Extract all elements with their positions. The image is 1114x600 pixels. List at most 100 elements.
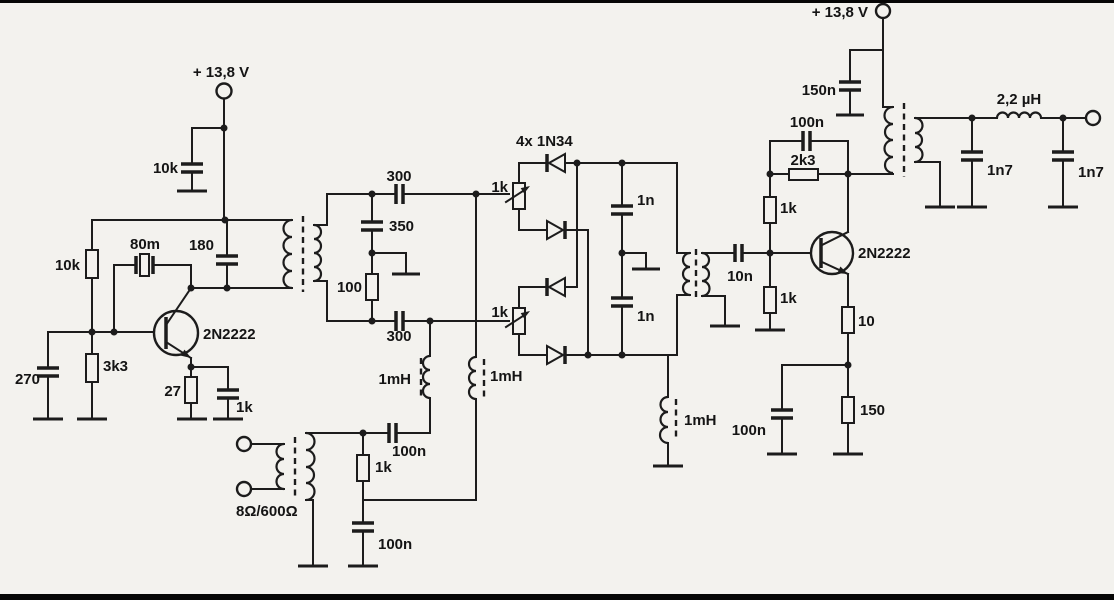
capacitor-1n-bottom: 1n: [611, 296, 655, 356]
supply-left-label: + 13,8 V: [193, 64, 249, 81]
capacitor-100n-shunt: 100n: [348, 499, 412, 568]
cap-10n-label: 10n: [727, 268, 753, 285]
potentiometer-top: 1k: [491, 162, 548, 231]
cap-100n-series-label: 100n: [392, 443, 426, 460]
res-3k3-label: 3k3: [103, 358, 128, 375]
cap-180-label: 180: [189, 237, 214, 254]
capacitor-180: 180: [189, 219, 238, 289]
diode-d1: [545, 152, 678, 174]
oscillator-section: + 13,8 V 10k 10k 270: [15, 64, 323, 421]
res-2k3-label: 2k3: [790, 152, 815, 169]
audio-terminal-bottom: [235, 480, 253, 498]
cap-1n-bottom-label: 1n: [637, 308, 655, 325]
ground-hook-mixer: [621, 252, 660, 271]
bias-network: 1k 1k: [755, 140, 797, 332]
wiper-arrow-icon: [520, 186, 530, 194]
wiper-arrow-icon: [520, 311, 530, 319]
q1-label: 2N2222: [203, 326, 256, 343]
pot-top-label: 1k: [491, 179, 508, 196]
resistor-27: [184, 376, 198, 404]
resistor-10: [841, 306, 855, 334]
cap-150n-label: 150n: [802, 82, 836, 99]
capacitor-10n: 10n: [701, 244, 821, 285]
resistor-100: 100: [337, 252, 379, 322]
choke-mixer-1mh: 1mH: [653, 354, 717, 468]
cap-1n7-right-label: 1n7: [1078, 164, 1104, 181]
audio-terminal-top: [235, 435, 253, 453]
audio-section: 1mH 1mH 8Ω/600Ω 100n: [235, 193, 523, 568]
capacitor-1n7-left: 1n7: [957, 117, 1013, 209]
mixer-section: 4x 1N34 1k 1k: [491, 133, 740, 468]
pot-bottom-label: 1k: [491, 304, 508, 321]
resistor-150: [841, 396, 855, 424]
cap-1n7-left-label: 1n7: [987, 162, 1013, 179]
emitter-arrow-icon: [180, 349, 191, 358]
resistor-2k3: 2k3: [769, 152, 894, 181]
capacitor-1n-top: 1n: [611, 162, 655, 216]
scan-frame-top: [0, 0, 1114, 3]
transformer-audio: 8Ω/600Ω: [235, 431, 328, 568]
choke-right-label: 1mH: [490, 368, 523, 385]
res-150-label: 150: [860, 402, 885, 419]
supply-terminal-left: + 13,8 V: [193, 64, 249, 221]
amplifier-section: 10n 1k 1k 100n 2k3: [701, 2, 955, 456]
res-1k-upper-label: 1k: [780, 200, 797, 217]
supply-terminal-right: + 13,8 V: [812, 2, 894, 108]
transistor-q2: 2N2222: [809, 230, 911, 276]
capacitor-10k: 10k: [153, 127, 225, 193]
cap-100n-fb-label: 100n: [790, 114, 824, 131]
res-27-label: 27: [164, 383, 181, 400]
scan-frame-bottom: [0, 594, 1114, 600]
terminal-circle-icon: [215, 82, 233, 100]
diode-group-label: 4x 1N34: [516, 133, 573, 150]
inductor-2u2: 2,2 µH: [995, 91, 1043, 119]
crystal-label: 80m: [130, 236, 160, 253]
capacitor-300-bottom: 300: [386, 311, 412, 345]
res-10k-label: 10k: [55, 257, 81, 274]
diode-d4: [546, 344, 678, 366]
transformer-mixer: [676, 162, 740, 356]
resistor-1k-upper: [763, 196, 777, 224]
cap-100n-emitter-label: 100n: [732, 422, 766, 439]
res-10-label: 10: [858, 313, 875, 330]
cap-1k-label: 1k: [236, 399, 253, 416]
audio-transformer-label: 8Ω/600Ω: [236, 503, 298, 520]
choke-mixer-label: 1mH: [684, 412, 717, 429]
resistor-1k-lower: [763, 286, 777, 314]
junction-dots: [88, 114, 1067, 437]
resistor-1k-audio: 1k: [356, 432, 392, 501]
res-1k-lower-label: 1k: [780, 290, 797, 307]
inductor-2u2-label: 2,2 µH: [997, 91, 1042, 108]
cap-350-label: 350: [389, 218, 414, 235]
diode-d3: [545, 276, 578, 298]
cap-1n-top-label: 1n: [637, 192, 655, 209]
choke-right-1mh: 1mH: [467, 355, 523, 501]
supply-right-label: + 13,8 V: [812, 4, 868, 21]
transistor-q1: 2N2222: [152, 286, 256, 360]
output-section: 1n7 2,2 µH 1n7: [914, 91, 1104, 209]
diode-d2: [546, 219, 589, 356]
transformer-output: [883, 103, 955, 209]
capacitor-1n7-right: 1n7: [1048, 117, 1104, 209]
resistor-10k: 10k: [55, 219, 99, 333]
rf-output-terminal: [1084, 109, 1102, 127]
q2-label: 2N2222: [858, 245, 911, 262]
emitter-network-q1: 1k 27: [164, 357, 253, 421]
res-1k-audio-label: 1k: [375, 459, 392, 476]
filter-section: 300 350 100 300: [313, 168, 510, 345]
capacitor-150n: 150n: [802, 49, 884, 117]
resistor-3k3: 3k3: [77, 331, 128, 421]
capacitor-100n-feedback: 100n: [769, 114, 849, 151]
choke-left-1mh: 1mH: [378, 320, 431, 434]
cap-10k-label: 10k: [153, 160, 179, 177]
ground-hook-filter: [371, 252, 420, 276]
transformer-oscillator: [282, 216, 323, 292]
cap-300-bottom-label: 300: [386, 328, 411, 345]
capacitor-100n-series: 100n: [305, 423, 431, 460]
emitter-network-q2: 10 100n 150: [732, 273, 885, 456]
capacitor-300-top: 300: [386, 168, 412, 204]
cap-270-label: 270: [15, 371, 40, 388]
capacitor-270: 270: [15, 331, 63, 421]
